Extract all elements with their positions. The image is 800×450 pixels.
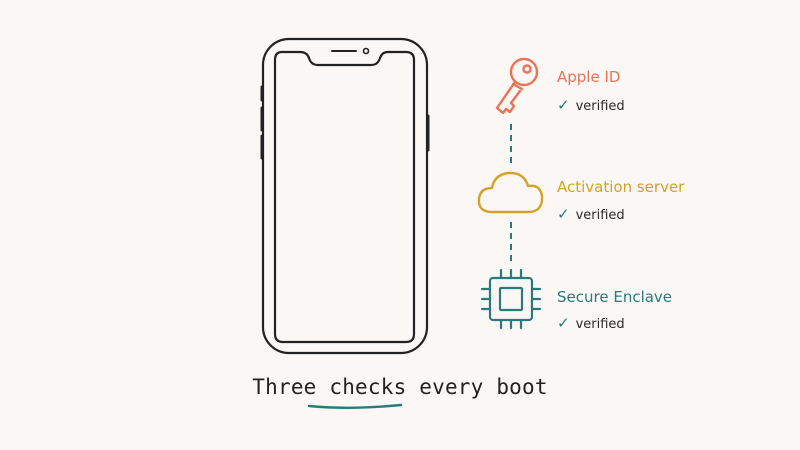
apple-id-label: Apple ID [557, 68, 621, 86]
activation-server-label: Activation server [557, 178, 685, 196]
activation-server-status: ✓ verified [557, 205, 625, 223]
checkmark-icon: ✓ [557, 96, 570, 114]
secure-enclave-status: ✓ verified [557, 314, 625, 332]
chip-icon [480, 268, 542, 330]
status-text: verified [575, 317, 625, 332]
status-text: verified [575, 99, 625, 114]
checkmark-icon: ✓ [557, 205, 570, 223]
key-icon [495, 57, 539, 115]
checkmark-icon: ✓ [557, 314, 570, 332]
caption: Three checks every boot [252, 375, 548, 399]
secure-enclave-label: Secure Enclave [557, 288, 673, 306]
status-text: verified [575, 208, 625, 223]
caption-underline [307, 403, 403, 409]
cloud-icon [477, 171, 544, 214]
smartphone-icon [260, 37, 430, 355]
apple-id-status: ✓ verified [557, 96, 625, 114]
